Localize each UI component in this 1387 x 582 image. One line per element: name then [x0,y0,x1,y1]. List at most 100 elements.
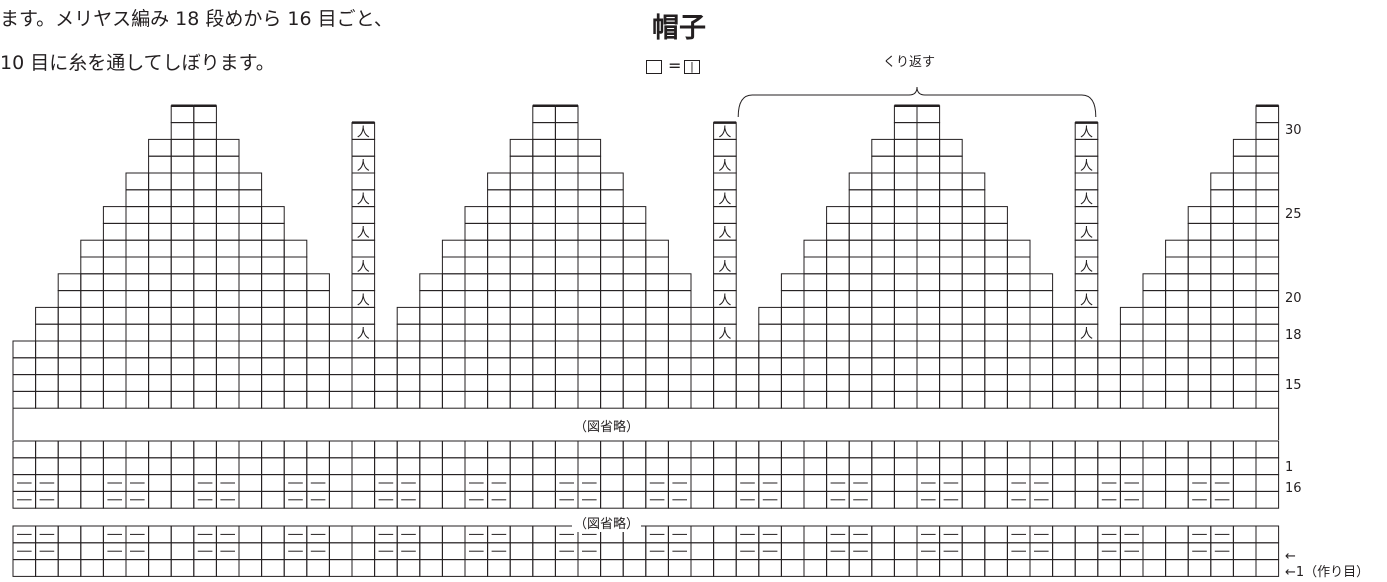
chart-cell [939,256,963,275]
chart-cell [1255,374,1280,392]
chart-cell [102,290,127,308]
chart-cell [667,374,692,392]
decrease-cell [351,239,376,258]
chart-cell [148,273,172,292]
rib-cell [441,490,466,509]
rib-cell [509,542,534,561]
chart-cell [441,374,466,392]
chart-cell [419,306,443,325]
rib-cell [713,440,737,459]
chart-cell [261,306,285,325]
chart-cell [532,357,556,376]
rib-cell [803,457,828,476]
chart-cell [306,374,330,392]
repeat-label: くり返す [883,55,936,70]
chart-cell [645,340,669,359]
rib-cell [826,440,850,459]
chart-cell [645,374,669,392]
chart-cell [577,340,602,359]
rib-cell [1210,440,1234,459]
decrease-symbol: 人 [1080,260,1093,275]
rib-cell [509,490,534,509]
chart-cell [487,256,511,275]
chart-cell [1074,390,1099,409]
chart-cell [396,374,421,392]
chart-cell [1142,374,1167,392]
chart-cell [984,323,1008,342]
chart-cell [261,323,285,342]
chart-cell [509,273,534,292]
rib-cell [916,440,941,459]
rib-cell [125,559,150,577]
chart-cell [803,374,828,392]
chart-cell [893,172,918,191]
chart-cell [1255,105,1280,124]
chart-cell [532,155,556,174]
chart-cell [645,390,669,409]
chart-cell [532,273,556,292]
chart-cell [1255,340,1280,359]
rib-cell [1232,559,1257,577]
chart-cell [509,138,534,157]
rib-cell [1165,474,1189,492]
rib-cell [441,559,466,577]
chart-cell [238,172,263,191]
chart-cell [916,172,941,191]
chart-cell [374,340,398,359]
decrease-symbol: 人 [357,159,370,174]
rib-cell [1119,457,1144,476]
chart-cell [464,323,489,342]
chart-cell [532,138,556,157]
chart-cell [1255,206,1280,224]
rib-cell [351,542,376,561]
chart-cell [238,189,263,208]
chart-cell [1119,374,1144,392]
chart-cell [893,390,918,409]
row-label-25: 25 [1285,207,1302,222]
chart-cell [758,306,782,325]
chart-cell [238,357,263,376]
chart-cell [193,155,217,174]
rib-cell [374,440,398,459]
chart-cell [509,374,534,392]
chart-cell [261,239,285,258]
rib-cell [148,490,172,509]
rib-cell [1142,440,1167,459]
rib-cell [871,457,895,476]
rib-cell [713,490,737,509]
rib-cell [735,559,760,577]
rib-cell [215,559,240,577]
rib-cell [554,440,579,459]
rib-cell [577,440,602,459]
rib-cell [1052,440,1076,459]
chart-cell [1006,357,1031,376]
rib-cell [1074,490,1099,509]
rib-cell [645,559,669,577]
chart-cell [667,290,692,308]
chart-cell [102,390,127,409]
chart-cell [1210,222,1234,241]
rib-cell [1142,457,1167,476]
chart-cell [306,390,330,409]
chart-cell [758,340,782,359]
chart-cell [487,340,511,359]
row-label-16: 16 [1285,481,1302,496]
chart-cell [487,172,511,191]
chart-cell [916,206,941,224]
chart-cell [1187,222,1212,241]
chart-cell [1097,357,1121,376]
row-label-30: 30 [1285,123,1302,138]
chart-cell [871,390,895,409]
chart-cell [916,323,941,342]
chart-cell [803,256,828,275]
chart-cell [396,323,421,342]
chart-cell [848,340,873,359]
chart-cell [1165,273,1189,292]
chart-cell [667,340,692,359]
chart-cell [306,340,330,359]
rib-cell [396,559,421,577]
chart-cell [803,390,828,409]
chart-cell [509,357,534,376]
chart-cell [193,206,217,224]
rib-cell [57,474,82,492]
